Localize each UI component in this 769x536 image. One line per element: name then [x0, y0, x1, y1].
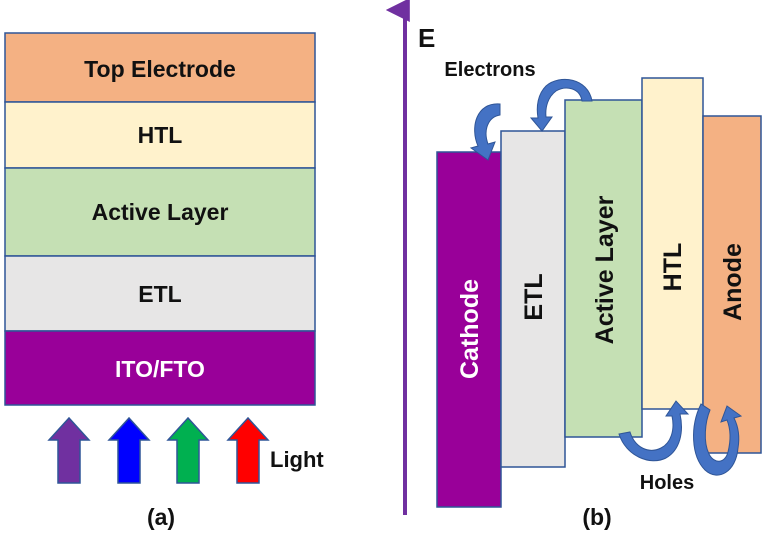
layer-ito-fto: ITO/FTO [4, 330, 316, 406]
layer-top-electrode-label: Top Electrode [84, 56, 236, 82]
light-arrow-red-icon [226, 416, 270, 484]
layer-top-electrode: Top Electrode [4, 32, 316, 103]
layer-ito-fto-rect [4, 330, 316, 406]
caption-b: (b) [582, 504, 611, 530]
hole-arrows [618, 400, 743, 476]
band-cathode-label: Cathode [456, 279, 484, 379]
band-etl: ETL [500, 130, 566, 468]
band-htl: HTL [641, 77, 704, 410]
layer-active-rect [4, 167, 316, 257]
band-etl-label: ETL [520, 273, 548, 320]
band-cathode: Cathode [436, 151, 502, 508]
hole-arrow-htl-icon [618, 400, 690, 462]
light-arrow-blue-icon [107, 416, 151, 484]
band-anode: Anode [702, 115, 762, 454]
electron-arrows [469, 78, 593, 161]
band-anode-label: Anode [719, 243, 747, 321]
layer-top-electrode-rect [4, 32, 316, 103]
panel-a: Top Electrode HTL Active Layer ETL ITO/F… [4, 32, 324, 530]
band-htl-rect [641, 77, 704, 410]
layer-stack: Top Electrode HTL Active Layer ETL ITO/F… [4, 32, 316, 406]
layer-htl-rect [4, 101, 316, 169]
electron-arrow-cathode-icon [469, 103, 501, 161]
light-arrows [47, 416, 270, 484]
light-arrow-green-icon [166, 416, 210, 484]
layer-ito-fto-label: ITO/FTO [115, 356, 205, 382]
layer-etl-rect [4, 255, 316, 332]
caption-a: (a) [147, 504, 175, 530]
light-arrow-purple-icon [47, 416, 91, 484]
panel-b: E Cathode ETL Active Layer HTL Anode [385, 0, 762, 530]
energy-bands: Cathode ETL Active Layer HTL Anode [436, 77, 762, 508]
layer-htl: HTL [4, 101, 316, 169]
band-htl-label: HTL [659, 243, 687, 292]
layer-etl: ETL [4, 255, 316, 332]
band-cathode-rect [436, 151, 502, 508]
light-label: Light [270, 447, 324, 472]
layer-active-label: Active Layer [92, 199, 229, 225]
band-active-layer-label: Active Layer [591, 195, 619, 344]
electrons-label: Electrons [444, 59, 535, 81]
layer-htl-label: HTL [138, 122, 183, 148]
holes-label: Holes [640, 472, 694, 494]
hole-arrow-anode-icon [693, 403, 743, 476]
layer-etl-label: ETL [138, 281, 181, 307]
layer-active: Active Layer [4, 167, 316, 257]
electron-arrow-etl-icon [529, 78, 593, 132]
band-active-layer: Active Layer [564, 99, 643, 438]
energy-axis-label: E [418, 23, 435, 53]
